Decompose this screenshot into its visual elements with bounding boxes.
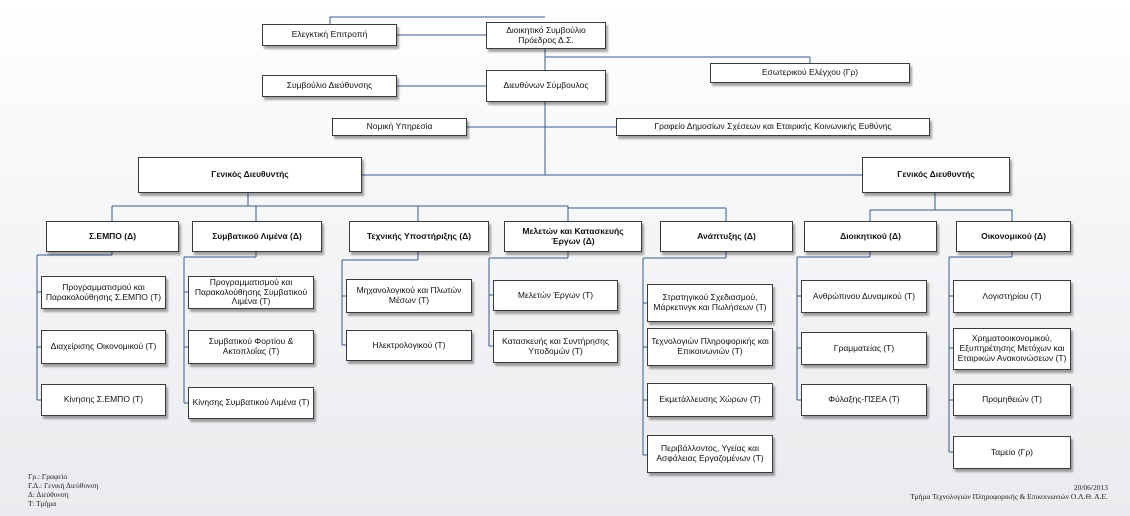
dept-dev-ict-box: Τεχνολογιών Πληροφορικής και Επικοινωνιώ… (647, 328, 773, 366)
dept-port-cargo-box: Συμβατικού Φορτίου & Ακτοπλοΐας (Τ) (188, 330, 314, 364)
legend-line: Γ.Δ.: Γενική Διεύθυνση (28, 481, 99, 490)
footer-date: 20/06/2013 (1073, 483, 1108, 492)
dept-tech-mechanical-box: Μηχανολογικού και Πλωτών Μέσων (Τ) (346, 279, 472, 313)
management-council-box: Συμβούλιο Διεύθυνσης (262, 75, 397, 97)
dept-studies-construction-box: Κατασκευής και Συντήρησης Υποδομών (Τ) (493, 330, 618, 363)
directorate-finance-box: Οικονομικού (Δ) (956, 221, 1071, 252)
directorate-sempo-box: Σ.ΕΜΠΟ (Δ) (46, 221, 179, 252)
dept-dev-environment-box: Περιβάλλοντος, Υγείας και Ασφάλειας Εργα… (647, 435, 773, 473)
dept-fin-shareholders-box: Χρηματοοικονομικού, Εξυπηρέτησης Μετόχων… (953, 328, 1071, 370)
dept-admin-secretariat-box: Γραμματείας (Τ) (801, 332, 927, 365)
dept-admin-hr-box: Ανθρώπινου Δυναμικού (Τ) (801, 280, 927, 313)
dept-fin-procurement-box: Προμηθειών (Τ) (953, 384, 1071, 416)
dept-dev-strategy-box: Στρατηγικού Σχεδιασμού, Μάρκετινγκ και Π… (647, 284, 773, 322)
directorate-technical-support-box: Τεχνικής Υποστήριξης (Δ) (349, 221, 489, 252)
directorate-conventional-port-box: Συμβατικού Λιμένα (Δ) (192, 221, 322, 252)
general-manager-right-box: Γενικός Διευθυντής (862, 157, 1010, 193)
audit-committee-box: Ελεγκτική Επιτροπή (262, 24, 397, 46)
pr-office-box: Γραφείο Δημοσίων Σχέσεων και Εταιρικής Κ… (616, 118, 930, 136)
footer-info: 20/06/2013 Τμήμα Τεχνολογιών Πληροφορική… (910, 483, 1108, 501)
dept-port-movement-box: Κίνησης Συμβατικού Λιμένα (Τ) (188, 387, 314, 419)
footer-department: Τμήμα Τεχνολογιών Πληροφορικής & Επικοιν… (910, 492, 1108, 501)
dept-sempo-planning-box: Προγραμματισμού και Παρακολούθησης Σ.ΕΜΠ… (41, 276, 166, 309)
legend-line: Δ: Διεύθυνση (28, 490, 69, 499)
dept-admin-security-box: Φύλαξης-ΠΣΕΑ (Τ) (801, 384, 927, 416)
directorate-studies-box: Μελετών και Κατασκευής Έργων (Δ) (504, 221, 642, 252)
legal-box: Νομική Υπηρεσία (332, 118, 467, 136)
dept-fin-accounting-box: Λογιστηρίου (Τ) (953, 280, 1071, 313)
dept-studies-projects-box: Μελετών Έργων (Τ) (493, 280, 618, 311)
board-box: Διοικητικό Συμβούλιο Πρόεδρος Δ.Σ. (486, 22, 606, 49)
internal-audit-box: Εσωτερικού Ελέγχου (Γρ) (710, 63, 910, 83)
general-manager-left-box: Γενικός Διευθυντής (138, 157, 362, 193)
directorate-development-box: Ανάπτυξης (Δ) (660, 221, 793, 252)
dept-dev-spaces-box: Εκμετάλλευσης Χώρων (Τ) (647, 383, 773, 417)
dept-fin-treasury-box: Ταμείο (Γρ) (953, 436, 1071, 469)
dept-port-planning-box: Προγραμματισμού και Παρακολούθησης Συμβα… (188, 276, 314, 309)
abbreviation-legend: Γρ.: Γραφείο Γ.Δ.: Γενική Διεύθυνση Δ: Δ… (28, 472, 98, 508)
dept-tech-electrical-box: Ηλεκτρολογικού (Τ) (346, 330, 472, 361)
legend-line: Τ: Τμήμα (28, 499, 57, 508)
dept-sempo-finance-box: Διαχείρισης Οικονομικού (Τ) (41, 330, 166, 364)
dept-sempo-movement-box: Κίνησης Σ.ΕΜΠΟ (Τ) (41, 384, 166, 416)
ceo-box: Διευθύνων Σύμβουλος (486, 70, 606, 102)
directorate-admin-box: Διοικητικού (Δ) (804, 221, 937, 252)
legend-line: Γρ.: Γραφείο (28, 472, 68, 481)
